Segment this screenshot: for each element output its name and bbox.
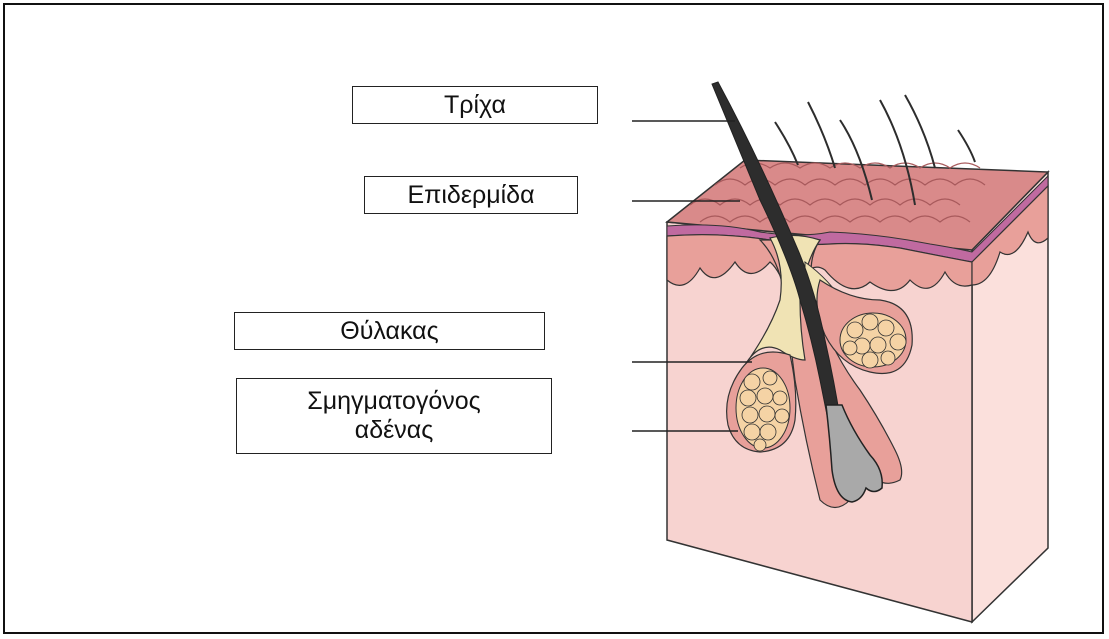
label-sebaceous-line1: Σμηγματογόνος	[307, 387, 480, 416]
label-hair: Τρίχα	[352, 86, 598, 124]
label-sebaceous-gland: Σμηγματογόνος αδένας	[236, 378, 552, 454]
label-follicle-text: Θύλακας	[340, 317, 438, 346]
label-follicle: Θύλακας	[234, 312, 545, 350]
label-epidermis-text: Επιδερμίδα	[407, 181, 534, 210]
label-sebaceous-line2: αδένας	[355, 416, 434, 445]
label-hair-text: Τρίχα	[444, 91, 506, 120]
label-epidermis: Επιδερμίδα	[364, 176, 578, 214]
